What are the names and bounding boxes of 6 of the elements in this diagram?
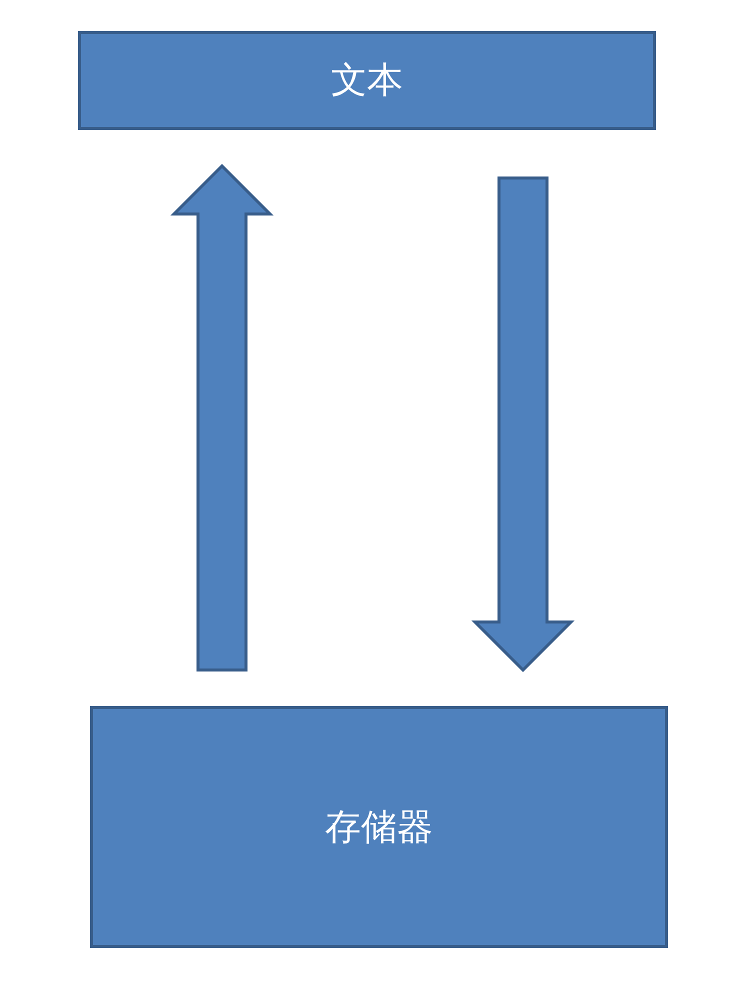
block-arrow (471, 176, 575, 672)
block-arrow (170, 164, 274, 672)
box-label: 文本 (331, 59, 403, 103)
process-box (90, 706, 668, 948)
process-box (78, 31, 656, 130)
box-label: 存储器 (325, 806, 433, 850)
